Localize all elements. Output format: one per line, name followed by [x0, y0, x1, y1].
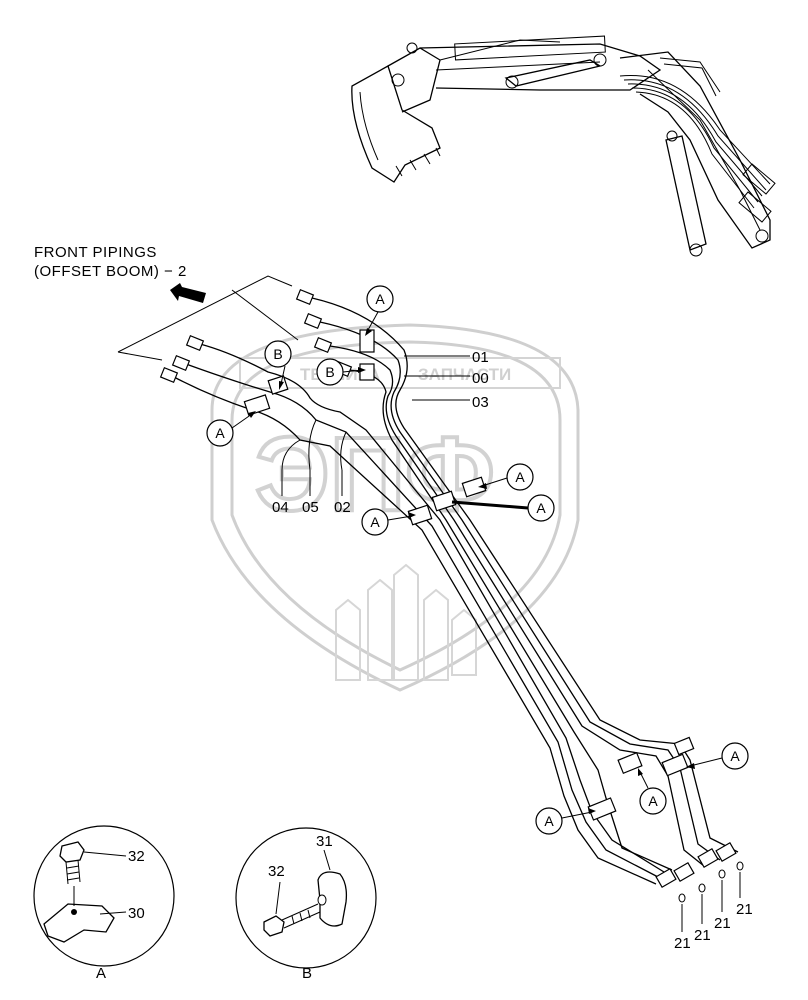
title-line-1: FRONT PIPINGS	[34, 244, 157, 261]
part-label-30: 30	[128, 905, 145, 922]
pipe-assembly	[117, 275, 744, 932]
title-line-2: (OFFSET BOOM) − 2	[34, 263, 187, 280]
svg-text:A: A	[544, 813, 554, 829]
callout-a-5: A	[451, 494, 555, 522]
svg-text:B: B	[273, 346, 282, 362]
part-label-21-d: 21	[736, 901, 753, 918]
svg-text:A: A	[215, 425, 225, 441]
watermark-right-word: ЗАПЧАСТИ	[418, 365, 511, 384]
part-label-32-a: 32	[128, 848, 145, 865]
part-label-02: 02	[334, 499, 351, 516]
detail-a-caption: A	[96, 965, 106, 982]
part-label-03: 03	[472, 394, 489, 411]
part-label-05: 05	[302, 499, 319, 516]
callout-a-3: A	[361, 508, 416, 536]
direction-arrow	[170, 283, 206, 303]
callout-b-1: B	[264, 340, 292, 390]
svg-text:A: A	[515, 469, 525, 485]
svg-text:A: A	[648, 793, 658, 809]
svg-text:A: A	[536, 500, 546, 516]
part-label-21-c: 21	[714, 915, 731, 932]
callout-a-8: A	[535, 807, 596, 835]
part-label-04: 04	[272, 499, 289, 516]
part-label-21-b: 21	[694, 927, 711, 944]
callout-a-1: A	[365, 285, 394, 336]
svg-text:B: B	[325, 364, 334, 380]
svg-text:A: A	[375, 291, 385, 307]
detail-view-a: 32 30 A	[33, 825, 175, 982]
callout-a-4: A	[478, 463, 534, 491]
part-label-31: 31	[316, 833, 333, 850]
callout-a-2: A	[206, 411, 256, 447]
callout-a-6: A	[686, 742, 749, 770]
callout-b-2: B	[316, 358, 366, 386]
leader-lines	[281, 355, 470, 496]
detail-b-caption: B	[302, 965, 312, 982]
svg-text:A: A	[730, 748, 740, 764]
part-label-32-b: 32	[268, 863, 285, 880]
excavator-overview	[351, 35, 776, 257]
svg-text:A: A	[370, 514, 380, 530]
detail-view-b: 32 31 B	[235, 827, 377, 982]
part-label-01: 01	[472, 349, 489, 366]
part-label-21-a: 21	[674, 935, 691, 952]
callout-a-7: A	[638, 768, 667, 815]
part-label-00: 00	[472, 370, 489, 387]
